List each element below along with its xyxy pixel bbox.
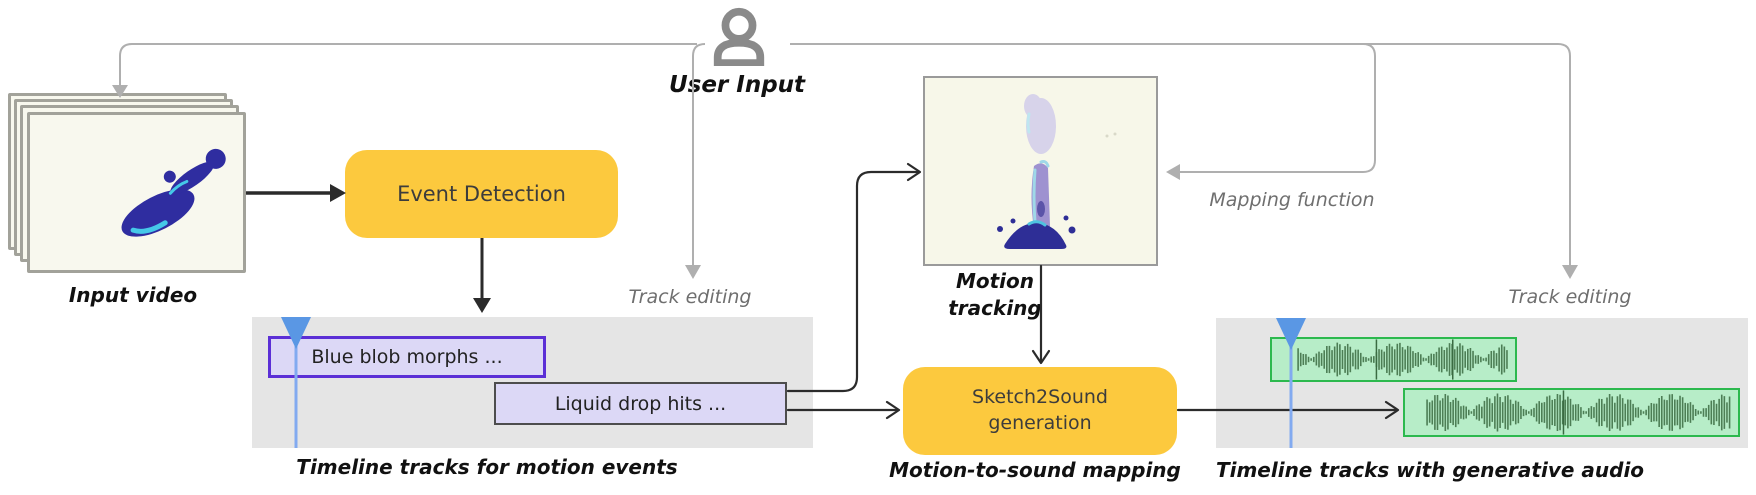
mapping-function-label: Mapping function [1209, 189, 1375, 211]
motion-tracking-label: Motion tracking [948, 269, 1042, 320]
motion-timeline-caption: Timeline tracks for motion events [296, 455, 678, 479]
chevron-sketch-top [1031, 349, 1051, 365]
event-clip-liquid-drop: Liquid drop hits ... [494, 382, 787, 425]
black-arrowhead-timeline [473, 298, 491, 313]
track-editing-left-label: Track editing [628, 286, 752, 308]
video-blob-graphic [121, 148, 226, 237]
user-icon [713, 7, 765, 66]
user-input-label: User Input [668, 72, 806, 98]
audio-waveform [1426, 390, 1731, 435]
track-editing-right-label: Track editing [1508, 286, 1632, 308]
event-clip-blue-blob: Blue blob morphs ... [268, 336, 546, 378]
mapping-function-connector [1180, 43, 1376, 173]
sketch2sound-node: Sketch2Sound generation [903, 367, 1177, 455]
video-frame-front [27, 112, 246, 273]
input-video-caption: Input video [68, 283, 198, 307]
audio-clip-2 [1403, 388, 1740, 437]
event-clip-label: Liquid drop hits ... [554, 392, 727, 415]
input-video-stack [0, 0, 260, 290]
audio-waveform [1297, 339, 1508, 380]
gray-arrowhead-track-left [685, 265, 701, 279]
sketch2sound-caption: Motion-to-sound mapping [889, 458, 1181, 482]
user-to-right-connector [790, 43, 1571, 266]
audio-clip-1 [1270, 337, 1517, 382]
motion-tracking-image [923, 76, 1158, 266]
event-detection-label: Event Detection [397, 182, 566, 206]
event-clip-label: Blue blob morphs ... [311, 346, 503, 368]
sketch2sound-label: Sketch2Sound generation [972, 386, 1108, 434]
chevron-sketch-left [885, 400, 901, 420]
black-arrowhead-event [330, 184, 346, 202]
event-detection-node: Event Detection [345, 150, 618, 238]
gray-arrowhead-track-right [1562, 265, 1578, 279]
motion-splash-graphic [997, 94, 1117, 249]
gray-arrowhead-mapping [1166, 164, 1180, 180]
chevron-motion [906, 162, 922, 182]
audio-timeline-caption: Timeline tracks with generative audio [1215, 458, 1645, 482]
